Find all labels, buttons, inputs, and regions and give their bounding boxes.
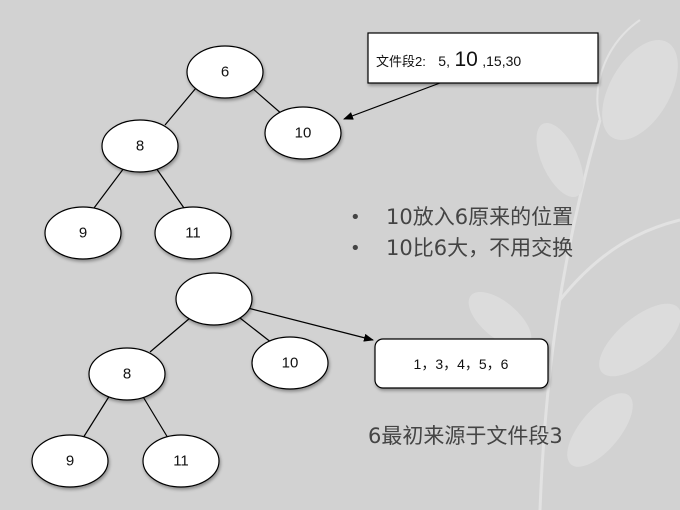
- edge-6-8: [164, 87, 197, 126]
- bullet-item: • 10放入6原来的位置: [350, 202, 573, 233]
- top-node-left-right-label: 11: [185, 225, 201, 242]
- bottom-tree-labels: 10 8 9 11: [66, 355, 299, 470]
- top-node-left-right: [154, 206, 232, 260]
- bottom-node-left: [88, 347, 166, 401]
- bottom-node-right-label: 10: [282, 355, 299, 372]
- bullet-dot-icon: •: [350, 207, 361, 228]
- top-node-left: [101, 119, 179, 173]
- segment-label: 文件段2:: [376, 54, 426, 69]
- top-node-right: [264, 106, 342, 160]
- bottom-node-left-right-label: 11: [173, 453, 189, 470]
- explanation-bullets: • 10放入6原来的位置 • 10比6大，不用交换: [350, 202, 573, 264]
- segment-box-text: 文件段2: 5, 10 ,15,30: [376, 48, 521, 71]
- bullet-text: 10放入6原来的位置: [386, 205, 574, 229]
- top-node-left-left-label: 9: [79, 225, 87, 242]
- edge-8-9-bottom: [82, 394, 111, 439]
- bottom-tree: [31, 272, 329, 488]
- output-box: [374, 338, 549, 389]
- edge-8-11: [155, 167, 185, 209]
- bottom-node-root-empty: [175, 272, 253, 326]
- segment-arrow: [343, 82, 441, 120]
- output-box-text: 1，3，4，5，6: [414, 356, 509, 372]
- top-node-right-label: 10: [295, 125, 312, 142]
- bottom-node-left-left-label: 9: [66, 453, 74, 470]
- bullet-text: 10比6大，不用交换: [386, 236, 574, 260]
- bottom-node-left-label: 8: [123, 366, 131, 383]
- bullet-dot-icon: •: [350, 238, 361, 259]
- bottom-node-right: [251, 336, 329, 390]
- top-tree-edges: [93, 87, 284, 209]
- bullet-item: • 10比6大，不用交换: [350, 233, 573, 264]
- bottom-node-left-left: [31, 434, 109, 488]
- segment-box: [367, 32, 599, 84]
- top-node-root: [186, 45, 264, 99]
- bottom-node-left-right: [142, 434, 220, 488]
- top-tree: [44, 45, 342, 260]
- top-node-left-label: 8: [136, 138, 144, 155]
- edge-root-10: [239, 317, 273, 344]
- top-tree-labels: 6 10 8 9 11: [79, 64, 312, 242]
- edge-6-10: [251, 87, 284, 116]
- top-node-root-label: 6: [221, 64, 229, 81]
- segment-highlight-value: 10: [454, 48, 477, 71]
- edge-8-9: [93, 167, 125, 209]
- segment-values-after: ,15,30: [482, 53, 521, 69]
- bottom-tree-edges: [82, 317, 273, 439]
- edge-root-8: [149, 317, 191, 353]
- output-arrow: [239, 305, 374, 342]
- segment-values-before: 5,: [438, 53, 450, 69]
- source-note: 6最初来源于文件段3: [368, 424, 563, 448]
- edge-8-11-bottom: [141, 394, 169, 439]
- top-node-left-left: [44, 206, 122, 260]
